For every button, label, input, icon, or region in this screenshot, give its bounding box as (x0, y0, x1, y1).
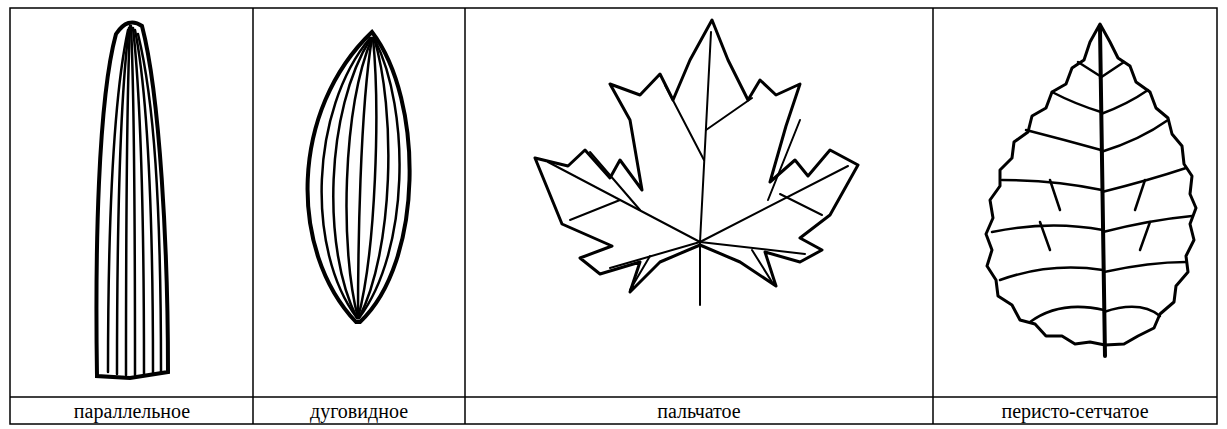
cell-label-box: дуговидное (254, 398, 464, 423)
leaf-veins (548, 32, 848, 305)
leaf-outline (96, 22, 168, 378)
cell-label-box: перисто-сетчатое (934, 398, 1216, 423)
cell-label-box: пальчатое (466, 398, 932, 423)
cell-label-box: параллельное (12, 398, 252, 423)
venation-label: перисто-сетчатое (1001, 401, 1148, 421)
palmate-leaf (535, 20, 858, 305)
leaf-outline (308, 32, 410, 322)
venation-label: параллельное (74, 401, 190, 421)
column-line (932, 8, 934, 424)
parallel-leaf (96, 22, 168, 378)
venation-label: дуговидное (310, 401, 408, 421)
column-line (252, 8, 254, 424)
column-line (464, 8, 466, 424)
row-line (10, 396, 1217, 398)
leaf-veins (992, 28, 1192, 356)
table-grid (10, 8, 1217, 424)
arcuate-leaf (308, 32, 410, 322)
leaf-outline (986, 24, 1196, 345)
leaf-veins (108, 26, 161, 375)
pinnate-leaf (986, 24, 1196, 356)
venation-label: пальчатое (657, 401, 740, 421)
table-border (10, 8, 1217, 424)
leaf-veins (322, 38, 400, 318)
leaf-outline (535, 20, 858, 292)
